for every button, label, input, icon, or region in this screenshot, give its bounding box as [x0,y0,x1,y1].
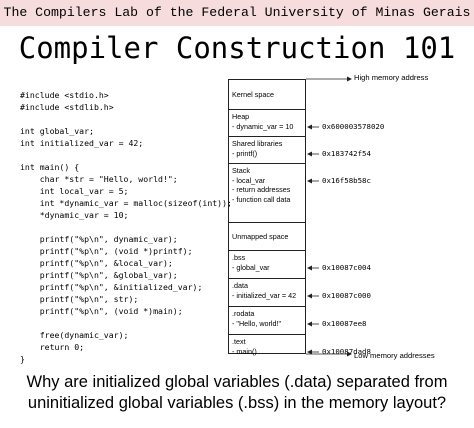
low-memory-label: Low memory addresses [354,351,435,360]
code-line: free(dynamic_var); [20,330,129,340]
code-line: printf("%p\n", (void *)printf); [20,246,193,256]
code-line: int global_var; [20,126,94,136]
address-label: 0x600003578020 [322,122,385,131]
code-line: printf("%p\n", dynamic_var); [20,234,178,244]
address-arrowhead [307,321,312,327]
address-label: 0x16f58b58c [322,176,371,185]
address-arrowhead [307,349,312,355]
code-line: return 0; [20,342,85,352]
code-line: #include <stdio.h> [20,90,109,100]
code-line: #include <stdlib.h> [20,102,114,112]
code-line: int *dynamic_var = malloc(sizeof(int)); [20,198,232,208]
segment-label: .data [232,281,248,290]
address-label: 0x10087ee8 [322,319,367,328]
high-memory-arrowhead [347,76,352,82]
memory-segment: Stack- local_var- return addresses- func… [229,164,305,223]
segment-label: - "Hello, world!" [232,318,282,328]
code-line: char *str = "Hello, world!"; [20,174,178,184]
segment-label: Kernel space [232,90,274,99]
question-text: Why are initialized global variables (.d… [26,373,448,412]
code-line: } [20,354,25,364]
segment-label: - global_var [232,262,270,272]
segment-label: - function call data [232,194,291,204]
code-line: printf("%p\n", &global_var); [20,270,178,280]
address-arrowhead [307,124,312,130]
segment-label: Shared libraries [232,139,283,148]
segment-label: Stack [232,166,250,175]
address-label: 0x10087c000 [322,291,371,300]
banner: The Compilers Lab of the Federal Univers… [0,0,474,26]
segment-label: - main() [232,346,257,356]
address-arrowhead [307,293,312,299]
code-line: printf("%p\n", (void *)main); [20,306,183,316]
code-line: printf("%p\n", &initialized_var); [20,282,203,292]
memory-segment: Shared libraries- printf() [229,137,305,164]
low-memory-arrowhead [347,351,352,357]
code-line: *dynamic_var = 10; [20,210,129,220]
segment-label: - initialized_var = 42 [232,290,297,300]
segment-label: - dynamic_var = 10 [232,121,294,131]
address-label: 0x10087dad8 [322,347,371,356]
address-arrowhead [307,151,312,157]
memory-segment: .data- initialized_var = 42 [229,279,305,307]
address-label: 0x10087c004 [322,263,371,272]
segment-label: Heap [232,112,250,121]
segment-label: .text [232,337,246,346]
memory-segment: Heap- dynamic_var = 10 [229,110,305,137]
memory-segment: Kernel space [229,80,305,110]
memory-segment: .rodata- "Hello, world!" [229,307,305,335]
address-label: 0x183742f54 [322,149,371,158]
segment-label: - return addresses [232,185,291,194]
code-line: printf("%p\n", &local_var); [20,258,173,268]
segment-label: - printf() [232,148,258,158]
code-line: int main() { [20,162,80,172]
code-line: printf("%p\n", str); [20,294,139,304]
address-arrowhead [307,265,312,271]
code-line: int initialized_var = 42; [20,138,144,148]
page-title: Compiler Construction 101 [18,31,456,65]
code-line: int local_var = 5; [20,186,129,196]
memory-segment: .text- main() [229,335,305,356]
segment-label: - local_var [232,175,266,185]
address-arrowhead [307,178,312,184]
segment-label: .bss [232,253,246,262]
high-memory-label: High memory address [354,73,429,82]
segment-label: .rodata [232,309,255,318]
memory-segment: Unmapped space [229,223,305,251]
memory-segment: .bss- global_var [229,251,305,279]
segment-label: Unmapped space [232,232,289,241]
